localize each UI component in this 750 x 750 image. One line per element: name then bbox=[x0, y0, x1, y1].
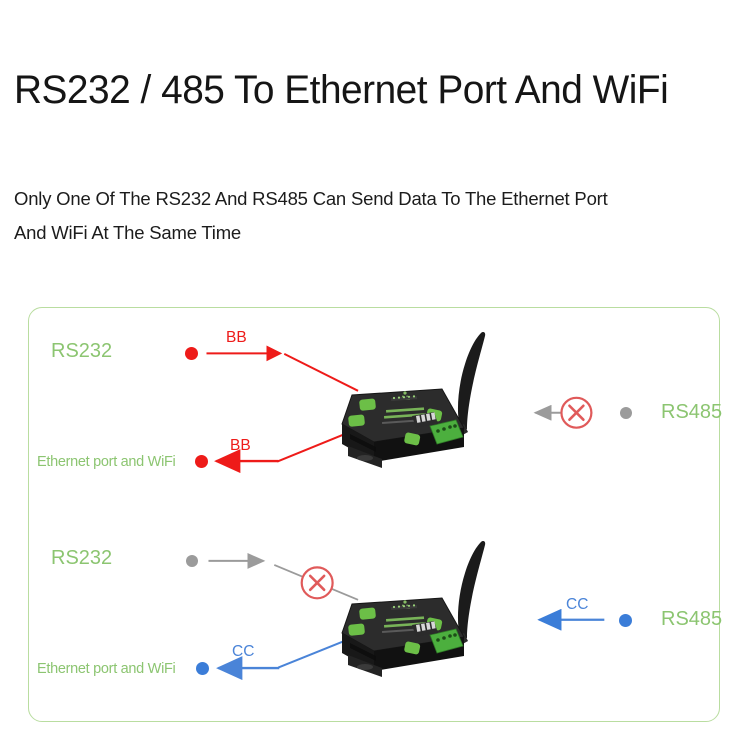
scenario-bottom-blocked-label: RS232 bbox=[51, 546, 113, 569]
scenario-top-x-circle-icon bbox=[560, 396, 593, 429]
antenna-icon bbox=[457, 332, 486, 429]
status-leds bbox=[391, 603, 418, 610]
mounting-bracket bbox=[348, 446, 382, 468]
device-illustration bbox=[341, 332, 486, 468]
scenario-comparison-frame: RS232 RS485 Ethernet port and WiFi BB BB bbox=[28, 307, 723, 722]
scenario-top-blocked-label: RS485 bbox=[661, 401, 723, 423]
scenario-bottom-x-circle-icon bbox=[300, 565, 334, 599]
scenario-top-blocked-dot bbox=[620, 407, 632, 419]
status-leds bbox=[391, 395, 418, 401]
scenario-bottom-flow-out-label: CC bbox=[232, 642, 255, 660]
screw-terminal-block bbox=[429, 419, 464, 445]
screw-terminal-block bbox=[429, 628, 464, 653]
scenario-bottom-destination-dot bbox=[196, 661, 209, 675]
rs232-active-scenario: RS232 RS485 Ethernet port and WiFi BB BB bbox=[29, 308, 723, 515]
page-subtitle: Only One Of The RS232 And RS485 Can Send… bbox=[14, 182, 750, 250]
scenario-top-flow-in-label: BB bbox=[226, 329, 247, 346]
scenario-top-destination-label: Ethernet port and WiFi bbox=[37, 454, 176, 470]
dip-switch-row bbox=[412, 412, 438, 428]
device-silkscreen bbox=[381, 391, 427, 424]
dip-switch-row bbox=[412, 620, 438, 637]
scenario-bottom-destination-label: Ethernet port and WiFi bbox=[37, 660, 176, 677]
device-illustration bbox=[341, 540, 486, 677]
scenario-top-source-dot bbox=[185, 347, 198, 360]
page-title: RS232 / 485 To Ethernet Port And WiFi bbox=[14, 68, 669, 112]
subtitle-line-1: Only One Of The RS232 And RS485 Can Send… bbox=[14, 188, 608, 209]
subtitle-line-2: And WiFi At The Same Time bbox=[14, 222, 242, 243]
scenario-top-destination-dot bbox=[195, 455, 208, 468]
rs485-active-scenario: RS232 RS485 Ethernet port and WiFi CC CC bbox=[29, 515, 723, 722]
scenario-top-source-label: RS232 bbox=[51, 340, 113, 362]
mounting-bracket bbox=[348, 654, 382, 677]
scenario-top-flow-out-label: BB bbox=[230, 437, 251, 454]
scenario-bottom-blocked-dot bbox=[186, 554, 198, 567]
scenario-bottom-flow-in-label: CC bbox=[566, 595, 589, 613]
rs232-485-to-ethernet-wifi-module bbox=[334, 316, 519, 476]
mounting-pads bbox=[348, 398, 443, 446]
scenario-bottom-source-dot bbox=[619, 613, 632, 627]
antenna-icon bbox=[457, 540, 486, 638]
rs232-485-to-ethernet-wifi-module bbox=[334, 525, 519, 685]
scenario-bottom-source-label: RS485 bbox=[661, 607, 723, 630]
